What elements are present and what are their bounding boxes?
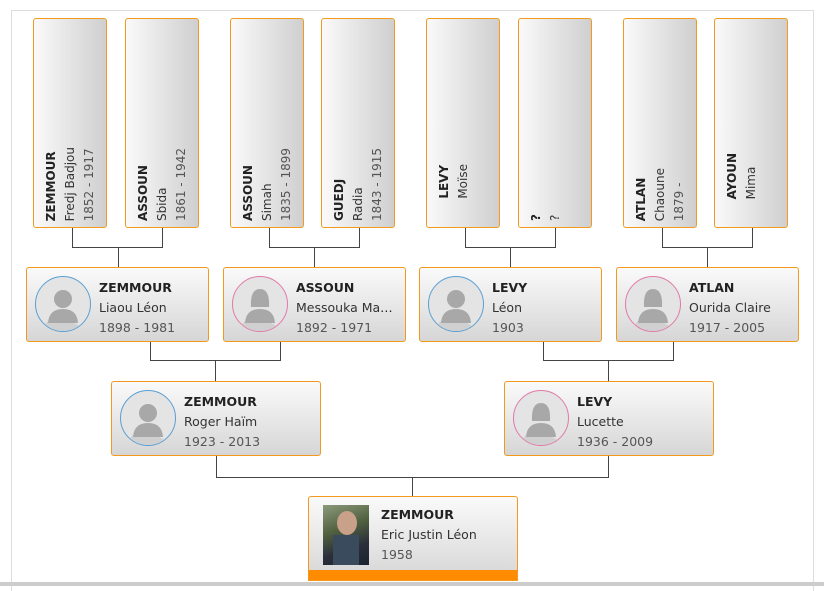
female-avatar-icon [625,276,681,332]
connector [707,247,708,267]
person-card[interactable]: ZEMMOUR Liaou Léon 1898 - 1981 [26,267,209,342]
surname: ? [529,214,543,221]
connector [662,228,663,247]
surname: AYOUN [725,152,739,199]
surname: ZEMMOUR [99,280,172,295]
surname: ATLAN [689,280,735,295]
dates: 1898 - 1981 [99,320,176,335]
connector [465,228,466,247]
surname: ZEMMOUR [381,507,454,522]
horizontal-scrollbar[interactable] [0,582,824,586]
person-card[interactable]: LEVY Léon 1903 [419,267,602,342]
dates: 1903 [492,320,524,335]
tree-frame [11,10,814,591]
person-card[interactable]: ASSOUN Messouka Mad... 1892 - 1971 [223,267,406,342]
connector [216,455,217,477]
connector [72,228,73,247]
dates: 1835 - 1899 [279,147,293,221]
dates: 1843 - 1915 [370,147,384,221]
person-card[interactable]: GUEDJ Radia 1843 - 1915 [321,18,395,228]
surname: ATLAN [634,177,648,221]
connector [118,247,119,267]
dates: 1892 - 1971 [296,320,373,335]
connector [412,477,413,496]
first-name: Lucette [577,414,624,429]
dates: 1917 - 2005 [689,320,766,335]
male-avatar-icon [428,276,484,332]
first-name: Liaou Léon [99,300,167,315]
surname: GUEDJ [332,178,346,221]
person-photo [323,505,369,565]
person-card[interactable]: ZEMMOUR Roger Haïm 1923 - 2013 [111,381,321,456]
surname: ASSOUN [241,164,255,221]
first-name: Simah [260,183,274,221]
first-name: Ourida Claire [689,300,771,315]
connector [359,228,360,247]
connector [608,360,609,381]
first-name: Fredj Badjou [63,146,77,221]
connector [608,455,609,477]
person-card[interactable]: LEVY Lucette 1936 - 2009 [504,381,714,456]
root-person-card[interactable]: ZEMMOUR Eric Justin Léon 1958 [308,496,518,581]
connector [72,247,163,248]
connector [314,247,315,267]
first-name: Messouka Mad... [296,300,399,315]
connector [280,341,281,360]
person-card[interactable]: ZEMMOUR Fredj Badjou 1852 - 1917 [33,18,107,228]
dates: 1923 - 2013 [184,434,261,449]
dates: 1861 - 1942 [174,147,188,221]
first-name: Moïse [456,164,470,199]
connector [673,341,674,360]
surname: ASSOUN [136,164,150,221]
surname: ZEMMOUR [184,394,257,409]
male-avatar-icon [35,276,91,332]
person-card[interactable]: ?? [518,18,592,228]
connector [543,341,544,360]
first-name: Radia [351,187,365,221]
connector [215,360,216,381]
surname: LEVY [577,394,613,409]
surname: ASSOUN [296,280,355,295]
surname: LEVY [437,165,451,199]
first-name: ? [548,214,562,221]
female-avatar-icon [513,390,569,446]
male-avatar-icon [120,390,176,446]
selected-indicator [309,570,517,580]
first-name: Mima [744,166,758,199]
dates: 1852 - 1917 [82,147,96,221]
connector [510,247,511,267]
connector [162,228,163,247]
dates: 1879 - [672,182,686,221]
first-name: Sbida [155,187,169,221]
connector [150,341,151,360]
surname: LEVY [492,280,528,295]
dates: 1936 - 2009 [577,434,654,449]
first-name: Eric Justin Léon [381,527,477,542]
person-card[interactable]: ATLAN Chaoune 1879 - [623,18,697,228]
person-card[interactable]: ATLAN Ourida Claire 1917 - 2005 [616,267,799,342]
person-card[interactable]: LEVY Moïse [426,18,500,228]
connector [269,228,270,247]
dates: 1958 [381,547,413,562]
person-card[interactable]: ASSOUN Simah 1835 - 1899 [230,18,304,228]
person-card[interactable]: ASSOUN Sbida 1861 - 1942 [125,18,199,228]
female-avatar-icon [232,276,288,332]
first-name: Roger Haïm [184,414,258,429]
connector [752,228,753,247]
surname: ZEMMOUR [44,151,58,221]
first-name: Chaoune [653,167,667,221]
first-name: Léon [492,300,523,315]
person-card[interactable]: AYOUN Mima [714,18,788,228]
connector [555,228,556,247]
